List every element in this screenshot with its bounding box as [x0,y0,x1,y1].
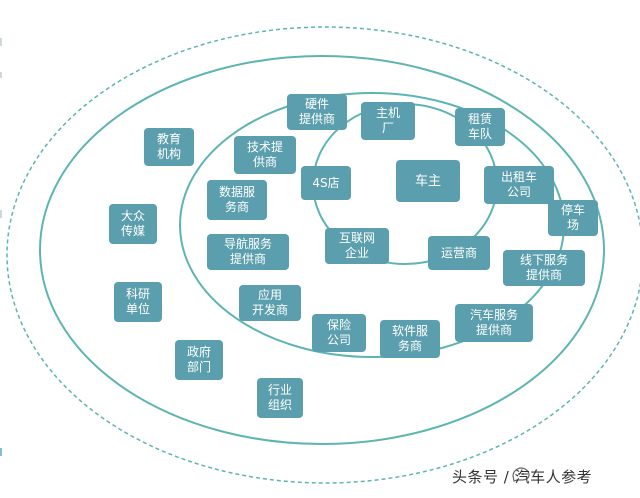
node-research-unit: 科研 单位 [114,282,162,322]
node-parking-lot: 停车 场 [548,200,598,236]
node-government: 政府 部门 [175,340,223,380]
node-hardware-provider: 硬件 提供商 [287,94,347,130]
watermark-text: 头条号 / 汽车人参考 [452,468,593,486]
node-internet-company: 互联网 企业 [325,228,389,264]
node-offline-service-provider: 线下服务 提供商 [503,250,585,286]
node-oem: 主机 厂 [361,102,415,140]
node-software-service: 软件服 务商 [380,320,440,358]
node-insurance: 保险 公司 [312,314,366,352]
watermark-logo-icon [510,466,532,482]
node-mass-media: 大众 传媒 [109,204,157,244]
node-4s-dealer: 4S店 [301,166,351,200]
node-navigation-provider: 导航服务 提供商 [207,234,289,270]
left-edge-mark [0,210,2,218]
node-industry-org: 行业 组织 [257,378,303,418]
node-data-service: 数据服 务商 [207,180,267,220]
left-edge-mark [0,72,2,78]
outer-dashed-ring [6,26,640,484]
node-auto-service-provider: 汽车服务 提供商 [455,304,533,342]
node-education: 教育 机构 [144,128,194,166]
left-edge-mark [0,38,2,46]
node-leasing-fleet: 租赁 车队 [455,108,505,146]
node-car-owner: 车主 [396,160,460,202]
node-taxi-company: 出租车 公司 [484,166,554,204]
node-operator: 运营商 [428,236,490,270]
outer-ring [39,55,605,445]
left-edge-mark [0,448,2,456]
node-app-developer: 应用 开发商 [239,285,301,321]
node-tech-provider: 技术提 供商 [234,136,296,174]
